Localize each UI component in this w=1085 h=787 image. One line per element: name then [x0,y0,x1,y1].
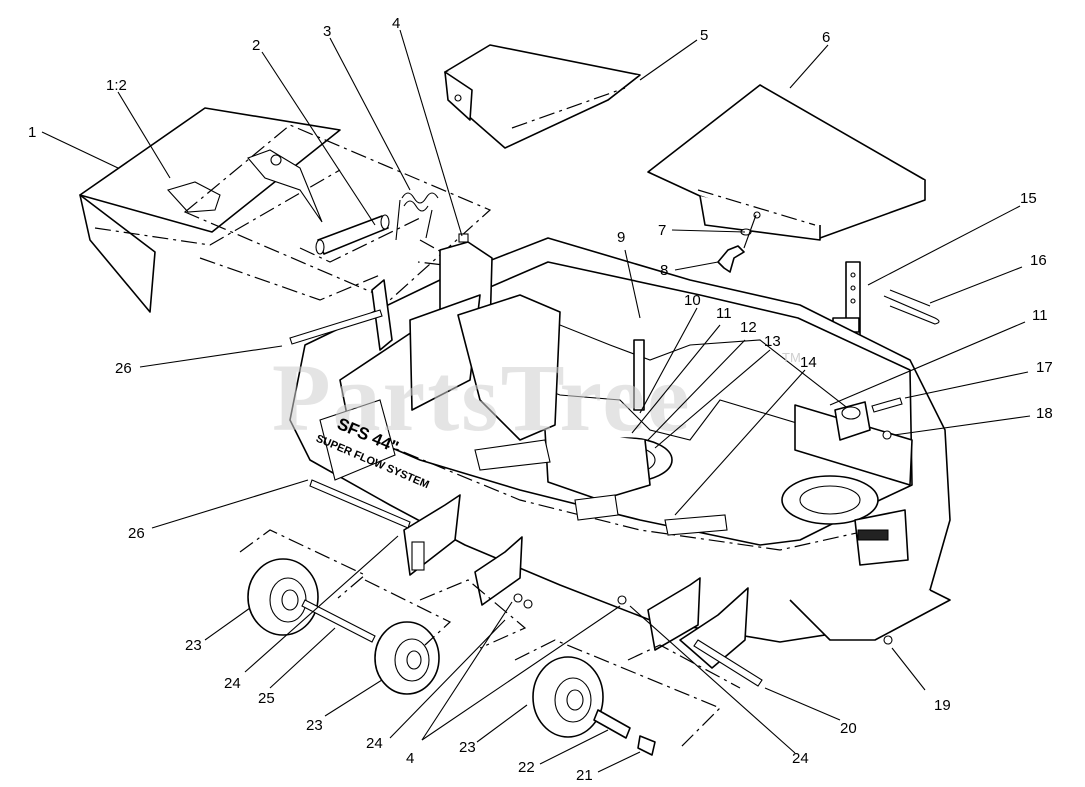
part-belt-cover-right [647,84,926,241]
assembly-guides-upper-left [183,124,492,301]
callout-9: 9 [617,229,625,246]
callout-23-left: 23 [185,637,202,654]
part-pivot-rod [315,214,390,255]
callout-8: 8 [660,262,668,279]
callout-1-2: 1:2 [106,77,127,94]
watermark-text: PartsTree [272,344,692,451]
part-washer-knob [717,214,757,273]
part-deflector [79,107,341,313]
callout-1: 1 [28,124,36,141]
callout-22: 22 [518,759,535,776]
part-mower-deck [289,237,951,643]
callout-24-left: 24 [224,675,241,692]
callout-14: 14 [800,354,817,371]
callout-11-right: 11 [1032,307,1048,324]
part-hairpin-clip [883,289,940,325]
part-belt-cover-left [444,44,641,149]
part-front-rollers [239,309,903,756]
callout-2: 2 [252,37,260,54]
callout-25: 25 [258,690,275,707]
callout-20: 20 [840,720,857,737]
callout-4-bottom: 4 [406,750,414,767]
watermark: PartsTree TM [272,344,801,451]
part-deflector-brackets [167,149,323,223]
callout-11-center: 11 [716,305,732,322]
callout-26-top: 26 [115,360,132,377]
callout-18: 18 [1036,405,1053,422]
callout-leaders [41,29,1031,773]
callout-13: 13 [764,333,781,350]
callout-6: 6 [822,29,830,46]
callout-21: 21 [576,767,593,784]
callout-10: 10 [684,292,701,309]
callout-23-right: 23 [459,739,476,756]
callout-24-right: 24 [792,750,809,767]
callout-19: 19 [934,697,951,714]
callout-12: 12 [740,319,757,336]
callout-15: 15 [1020,190,1037,207]
callout-7: 7 [658,222,666,239]
callout-5: 5 [700,27,708,44]
watermark-trademark: TM [782,350,801,365]
callout-17: 17 [1036,359,1053,376]
callout-labels: 1 1:2 2 3 4 5 6 7 8 9 10 11 12 13 14 15 … [28,15,1053,784]
callout-4-top: 4 [392,15,400,32]
part-nut-top [458,233,469,243]
callout-16: 16 [1030,252,1047,269]
callout-3: 3 [323,23,331,40]
callout-23-middle: 23 [306,717,323,734]
callout-26-bottom: 26 [128,525,145,542]
part-torsion-spring [395,192,439,241]
callout-24-middle: 24 [366,735,383,752]
